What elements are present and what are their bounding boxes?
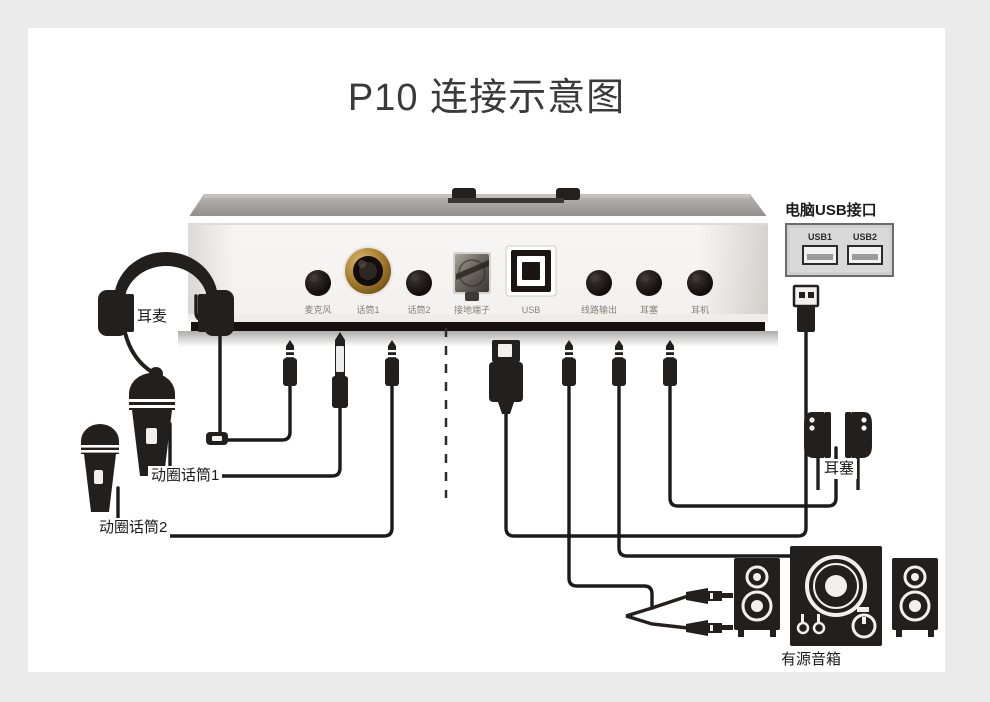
plug-dynamic-mic-1: [332, 332, 348, 408]
plug-usb-b: [489, 340, 523, 414]
page-title: P10 连接示意图: [347, 77, 626, 119]
port-label-usb: USB: [521, 305, 541, 315]
usb1-label: USB1: [807, 232, 833, 242]
port-label-mic1: 话筒1: [356, 305, 380, 315]
rca-cable: [625, 588, 733, 636]
plug-headset: [283, 340, 297, 386]
usb2-label: USB2: [852, 232, 878, 242]
headset-illustration: [98, 252, 234, 381]
dynamic-microphone-1: [129, 373, 175, 476]
label-powered-speakers: 有源音箱: [778, 650, 845, 670]
plug-dynamic-mic-2: [385, 340, 399, 386]
plug-usb-a: [792, 284, 820, 332]
port-label-lineout: 线路输出: [580, 305, 618, 315]
label-dynamic-mic-1: 动圈话筒1: [148, 466, 223, 486]
sound-card-device: [178, 188, 778, 347]
diagram-canvas: P10 连接示意图: [28, 28, 945, 672]
port-label-earbuds: 耳塞: [639, 305, 659, 315]
dynamic-microphone-2: [81, 424, 119, 512]
port-label-mic2: 话筒2: [407, 305, 431, 315]
earbuds-illustration: [804, 412, 872, 490]
port-label-mic: 麦克风: [304, 305, 332, 315]
plug-earbuds: [612, 340, 626, 386]
plug-line-out: [562, 340, 576, 386]
plug-headphones: [663, 340, 677, 386]
computer-usb-panel: [785, 223, 894, 277]
label-earbuds: 耳塞: [821, 459, 858, 479]
cable-plugs: [283, 332, 677, 414]
computer-usb-title: 电脑USB接口: [785, 202, 877, 219]
label-dynamic-mic-2: 动圈话筒2: [96, 518, 171, 538]
connection-diagram-graphics: [81, 188, 938, 646]
port-label-ground: 接地端子: [453, 305, 491, 315]
label-headset: 耳麦: [134, 307, 171, 327]
port-label-headphones: 耳机: [690, 305, 710, 315]
powered-speakers-illustration: [734, 546, 938, 646]
